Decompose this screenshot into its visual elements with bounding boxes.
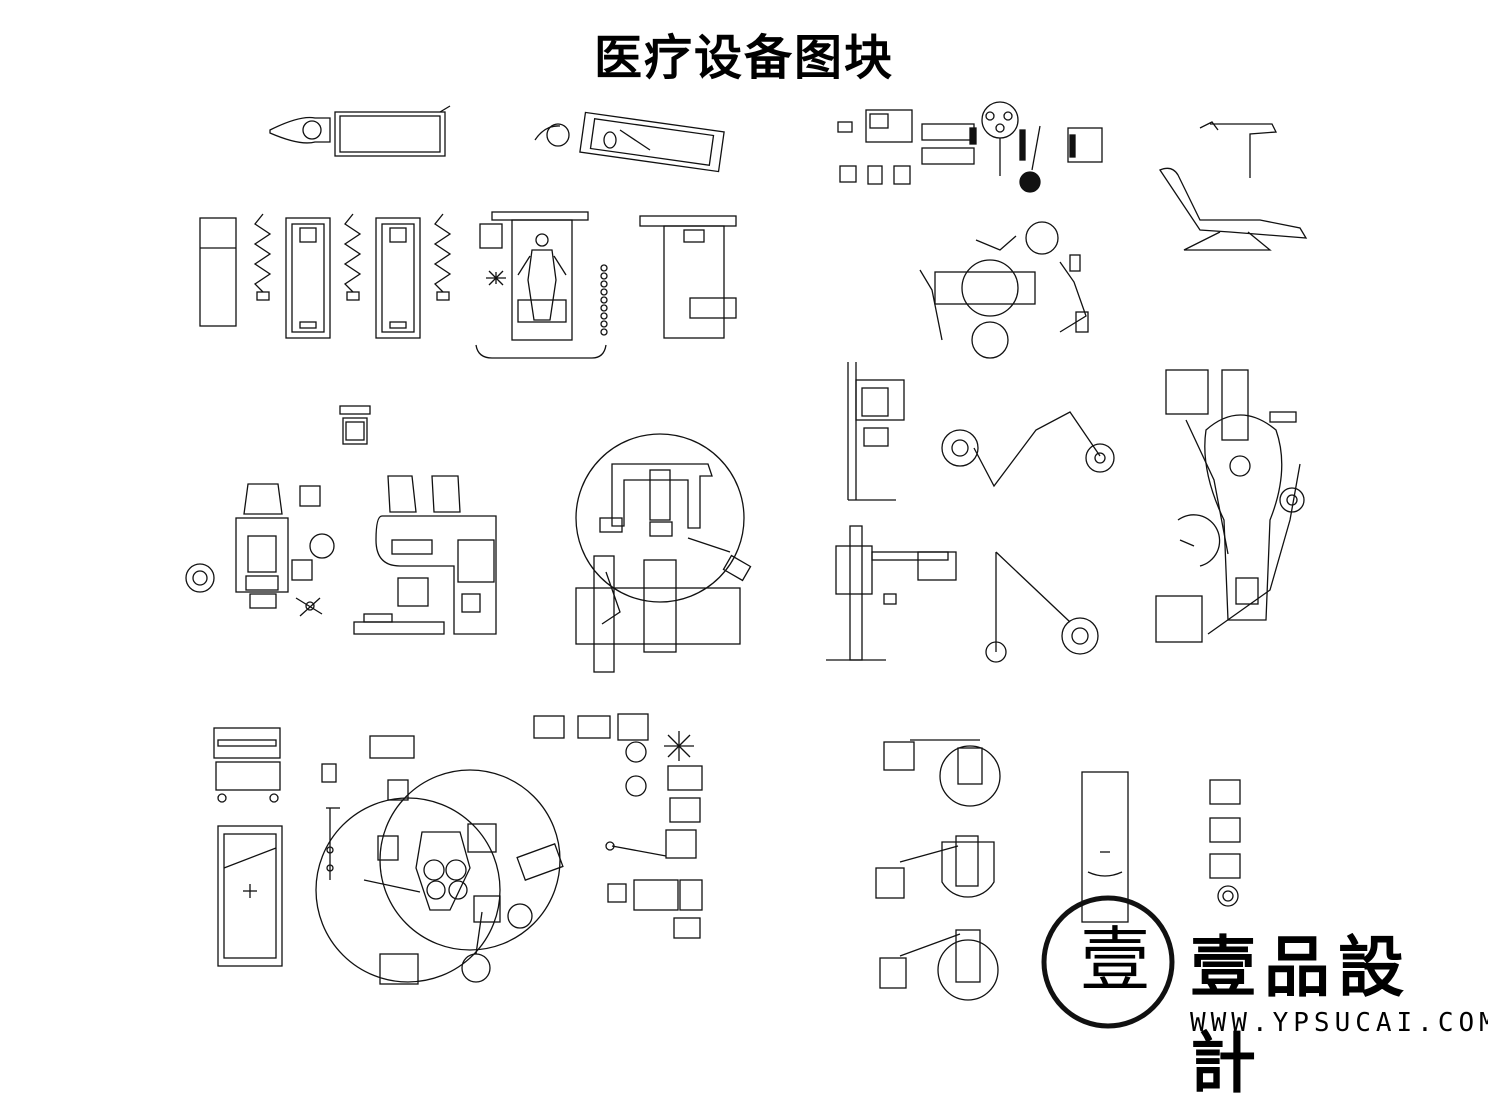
workstation-desk [353,475,497,635]
brand-name: 壹品設計 [1190,928,1412,1102]
crib-and-stretcher [213,727,283,967]
dental-chair-side [1159,121,1308,251]
small-cabinet [339,405,371,445]
operating-room-layout [315,735,564,985]
examination-chair [185,483,335,617]
surgical-lamp-and-tables [921,101,1103,193]
dental-treatment-unit [1155,369,1305,643]
lamp-arm-zigzag [941,411,1115,488]
operating-table-with-figure [475,211,608,359]
hospital-bed [639,215,737,339]
console-small-units [837,109,913,185]
bead-chain [600,264,608,336]
xray-circular-unit [575,433,752,673]
cad-drawing-sheet [185,101,1308,1029]
floor-lamp-arm [985,551,1099,663]
ceiling-lamps [875,739,1001,1001]
brand-seal-logo [1041,895,1175,1029]
xray-stand-2 [826,525,957,661]
page-title: 医疗设备图块 [593,30,894,86]
monitors-and-stands [533,713,703,939]
tall-cabinet-and-sinks [1081,771,1241,923]
stretcher-with-patient-2 [534,111,725,173]
stretcher-with-patient-1 [269,105,451,157]
xray-stand-1 [847,362,905,501]
gurney-set [199,213,452,339]
brand-url: WWW.YPSUCAI.COM [1190,1008,1488,1038]
stool-star [486,270,506,286]
brand-seal-character: 壹 [1080,919,1150,1001]
lamp-arms-cluster [919,221,1089,359]
brand-block: 壹 壹品設計 WWW.YPSUCAI.COM [1040,892,1488,1102]
